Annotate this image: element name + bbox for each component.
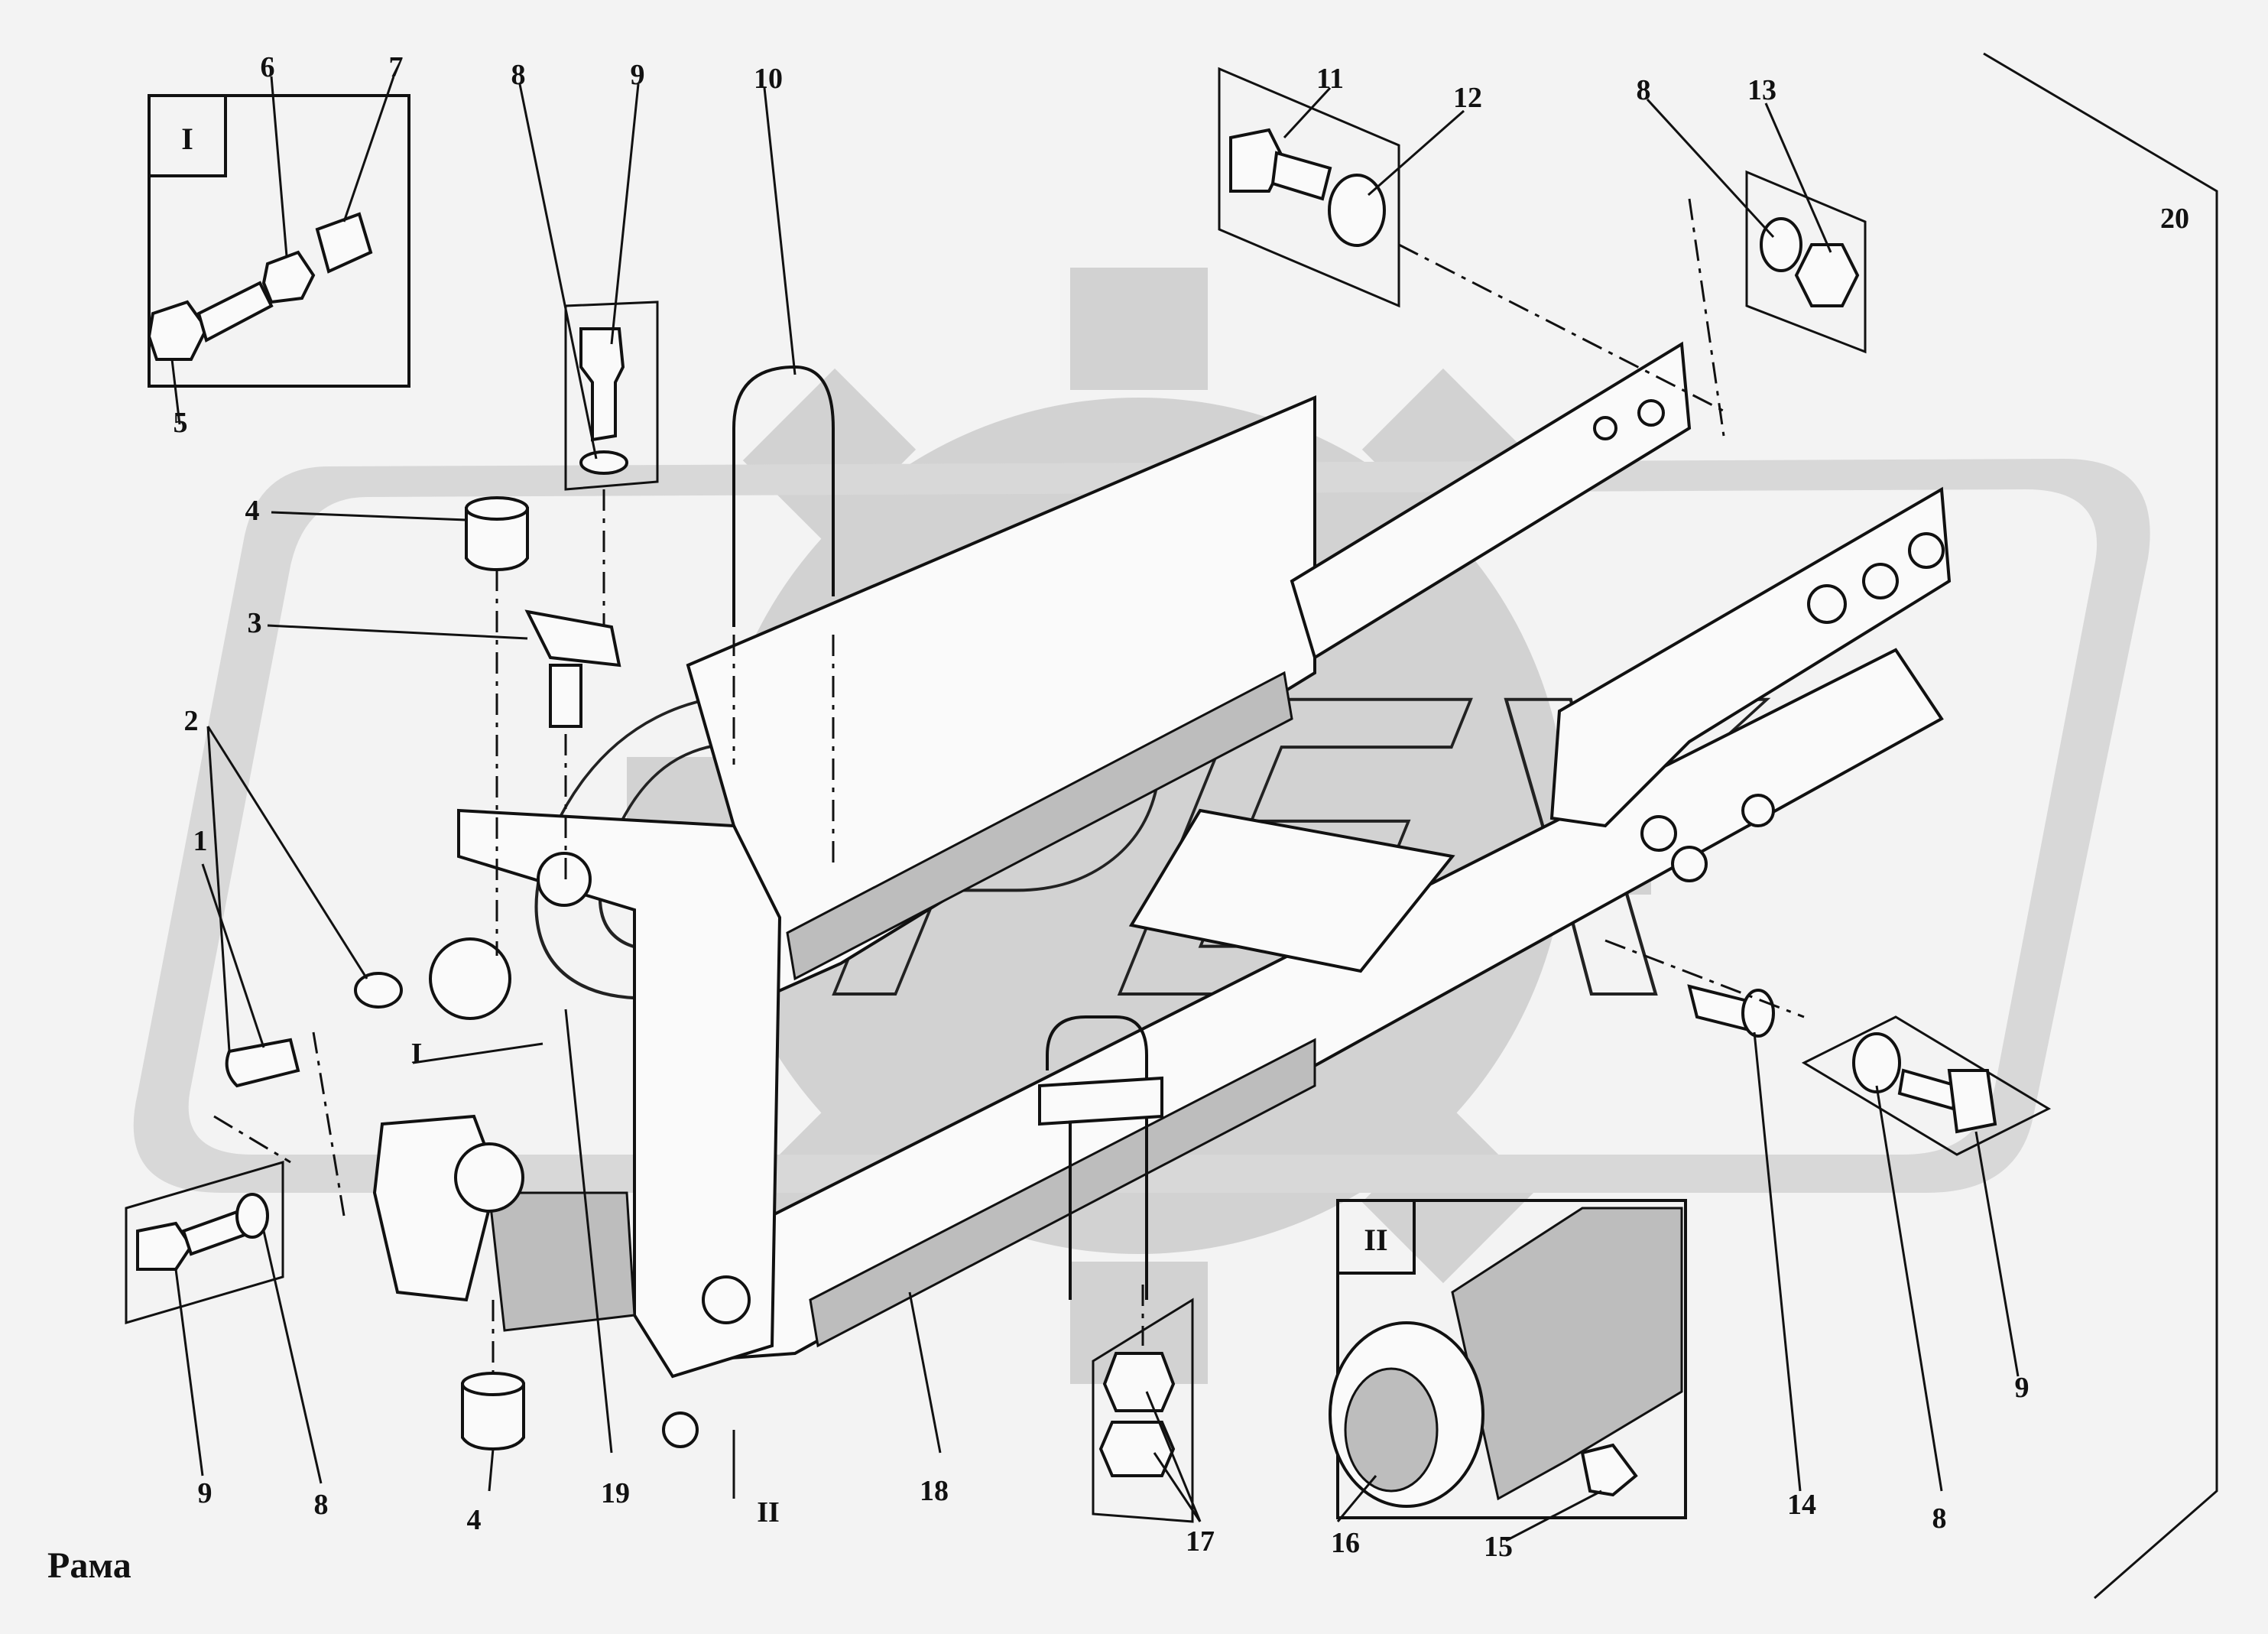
upper-nut [1794, 243, 1860, 307]
upper-bolt-shank [1270, 151, 1332, 201]
right-side-plate [1549, 486, 1952, 828]
leader-lines [170, 52, 2218, 1600]
inset-detail-2: II [1329, 1199, 1687, 1519]
top-bolt [579, 327, 625, 442]
frame-assembly [372, 341, 1952, 1448]
top-lock-washer [579, 450, 628, 475]
callout-4-top: 4 [245, 495, 260, 527]
lower-nut-1 [1102, 1352, 1176, 1412]
inset-1-label: I [181, 122, 193, 156]
clamp-plate [1038, 1076, 1163, 1126]
pin-14-head [1741, 989, 1775, 1038]
washer-2 [354, 972, 403, 1009]
callout-7: 7 [389, 51, 404, 83]
rail-lug-1 [1640, 815, 1677, 852]
callout-17: 17 [1186, 1525, 1215, 1558]
front-hinge [702, 1275, 751, 1324]
left-plate-hole-1 [1637, 399, 1665, 427]
detail-marker-1: I [411, 1038, 423, 1070]
rail-lug-2 [1671, 846, 1708, 882]
upper-bushing-seat [429, 937, 511, 1020]
front-beam [457, 808, 782, 1379]
inset-1-bolt-shank [196, 281, 274, 343]
pivot-hole [537, 852, 592, 907]
callout-20: 20 [2160, 203, 2189, 235]
callout-14: 14 [1787, 1489, 1816, 1521]
bushing-bottom [461, 1382, 525, 1451]
callout-12: 12 [1453, 82, 1482, 114]
hardware-panel-upper-bolt [1218, 67, 1400, 308]
callout-3: 3 [248, 607, 262, 639]
rail-lug-3 [1741, 794, 1775, 827]
callout-2: 2 [184, 705, 199, 737]
callout-18: 18 [920, 1475, 949, 1507]
callouts: 1 2 3 4 5 6 7 8 9 10 11 12 8 13 20 9 8 1… [174, 51, 2190, 1563]
diagram-caption: Рама [47, 1545, 131, 1586]
bushing-top-rim [465, 496, 529, 521]
callout-9-right: 9 [2015, 1372, 2030, 1404]
hardware-panel-top-bolt [564, 300, 659, 491]
inset-2-grease-fitting [1580, 1443, 1638, 1497]
callout-6: 6 [261, 51, 275, 83]
callout-9-top: 9 [631, 59, 645, 91]
left-plate-hole-2 [1593, 416, 1617, 440]
retainer-stem [549, 664, 582, 728]
left-bolt-shank [181, 1210, 247, 1256]
left-rail-shading [786, 671, 1293, 981]
callout-5: 5 [174, 407, 188, 439]
hinge-pin-end [662, 1411, 699, 1448]
callout-8-right: 8 [1932, 1502, 1947, 1535]
assembly-lines [213, 198, 1805, 1380]
callout-8-right-top: 8 [1637, 74, 1651, 106]
lower-nut-2 [1098, 1421, 1176, 1477]
callout-10: 10 [754, 63, 783, 95]
hardware-panel-lower-nuts [1092, 1298, 1194, 1523]
right-bolt-shank [1897, 1068, 1959, 1111]
plate-hole-3 [1807, 584, 1847, 624]
loose-parts [225, 365, 1775, 1451]
callout-19: 19 [601, 1477, 630, 1509]
callout-4-bottom: 4 [467, 1504, 482, 1536]
inset-2-bore [1344, 1367, 1439, 1493]
plate-hole-2 [1908, 532, 1945, 569]
pin-1 [225, 1038, 300, 1088]
bushing-bottom-rim [461, 1372, 525, 1396]
right-bolt-head [1947, 1069, 1997, 1134]
hardware-panel-left-bolt [125, 1160, 284, 1325]
callout-8-top: 8 [511, 59, 526, 91]
left-washer [235, 1193, 269, 1239]
left-bolt [136, 1221, 193, 1271]
callout-1: 1 [193, 825, 208, 857]
front-block [488, 1191, 636, 1332]
inset-2-tube [1451, 1207, 1683, 1501]
callout-15: 15 [1484, 1531, 1513, 1563]
callout-11: 11 [1316, 63, 1344, 95]
inset-1-nut [261, 250, 316, 304]
hardware-panel-upper-nut [1745, 170, 1867, 354]
detail-marker-2: II [757, 1496, 780, 1528]
upper-washer [1328, 174, 1386, 247]
upper-lock-washer [1760, 217, 1802, 272]
right-washer [1852, 1032, 1901, 1093]
callout-16: 16 [1331, 1527, 1360, 1559]
callout-8-left: 8 [314, 1489, 329, 1521]
cross-member [1128, 808, 1455, 973]
inset-2-label: II [1364, 1223, 1387, 1257]
inset-1-sleeve [315, 212, 373, 274]
callout-13: 13 [1747, 74, 1776, 106]
inset-1-bolt-head [147, 300, 209, 361]
inset-detail-1: I [147, 94, 410, 388]
retainer-plate [524, 609, 621, 668]
plate-hole-1 [1862, 563, 1899, 599]
lower-bushing-seat [454, 1142, 524, 1213]
left-side-plate [1290, 341, 1692, 661]
hardware-panel-right-bolt [1801, 1015, 2052, 1156]
callout-9-left: 9 [198, 1477, 213, 1509]
